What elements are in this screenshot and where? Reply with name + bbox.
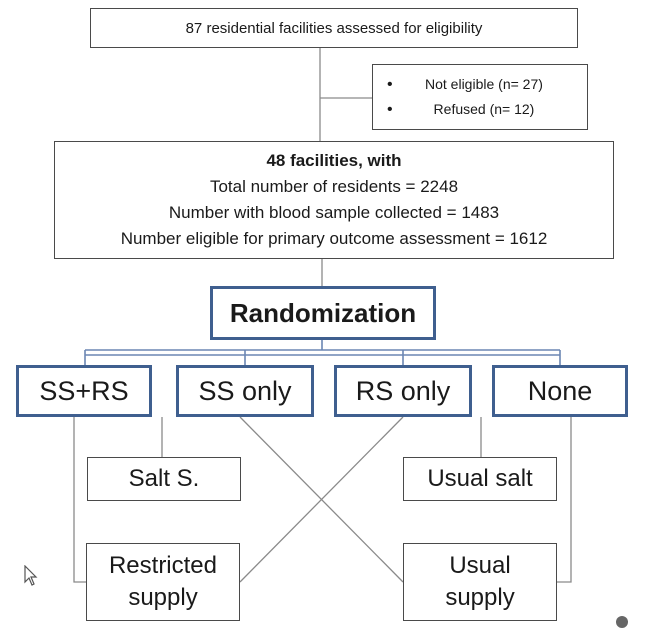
not-eligible-item: Not eligible (n= 27): [387, 72, 543, 97]
facilities-box: 48 facilities, with Total number of resi…: [54, 141, 614, 259]
usual-salt-label: Usual salt: [427, 465, 533, 492]
randomization-box: Randomization: [210, 286, 436, 340]
arm-ss-only-label: SS only: [198, 375, 292, 406]
restricted-supply-box: Restricted supply: [86, 543, 240, 621]
mouse-pointer-icon: [24, 565, 38, 586]
assessed-facilities-text: 87 residential facilities assessed for e…: [185, 19, 483, 37]
restricted-supply-line1: Restricted: [108, 552, 218, 579]
blood-sample-text: Number with blood sample collected = 148…: [168, 203, 500, 222]
salt-substitute-label: Salt S.: [128, 465, 200, 492]
total-residents-text: Total number of residents = 2248: [209, 177, 459, 196]
primary-outcome-text: Number eligible for primary outcome asse…: [120, 229, 548, 248]
refused-item: Refused (n= 12): [387, 97, 543, 122]
restricted-supply-line2: supply: [128, 584, 198, 611]
usual-supply-line2: supply: [445, 584, 515, 611]
arm-rs-only: RS only: [334, 365, 472, 417]
facilities-heading: 48 facilities, with: [266, 151, 402, 170]
arm-rs-only-label: RS only: [355, 375, 451, 406]
salt-substitute-box: Salt S.: [87, 457, 241, 501]
arm-none-label: None: [527, 375, 593, 406]
assessed-facilities-box: 87 residential facilities assessed for e…: [90, 8, 578, 48]
arm-ss-only: SS only: [176, 365, 314, 417]
arm-none: None: [492, 365, 628, 417]
exclusions-box: Not eligible (n= 27) Refused (n= 12): [372, 64, 588, 130]
usual-supply-line1: Usual: [449, 552, 511, 579]
scroll-dot-icon: [616, 616, 628, 628]
randomization-label: Randomization: [229, 297, 417, 328]
exclusions-list: Not eligible (n= 27) Refused (n= 12): [373, 72, 543, 122]
arm-ss-rs: SS+RS: [16, 365, 152, 417]
usual-salt-box: Usual salt: [403, 457, 557, 501]
usual-supply-box: Usual supply: [403, 543, 557, 621]
arm-ss-rs-label: SS+RS: [39, 375, 129, 406]
